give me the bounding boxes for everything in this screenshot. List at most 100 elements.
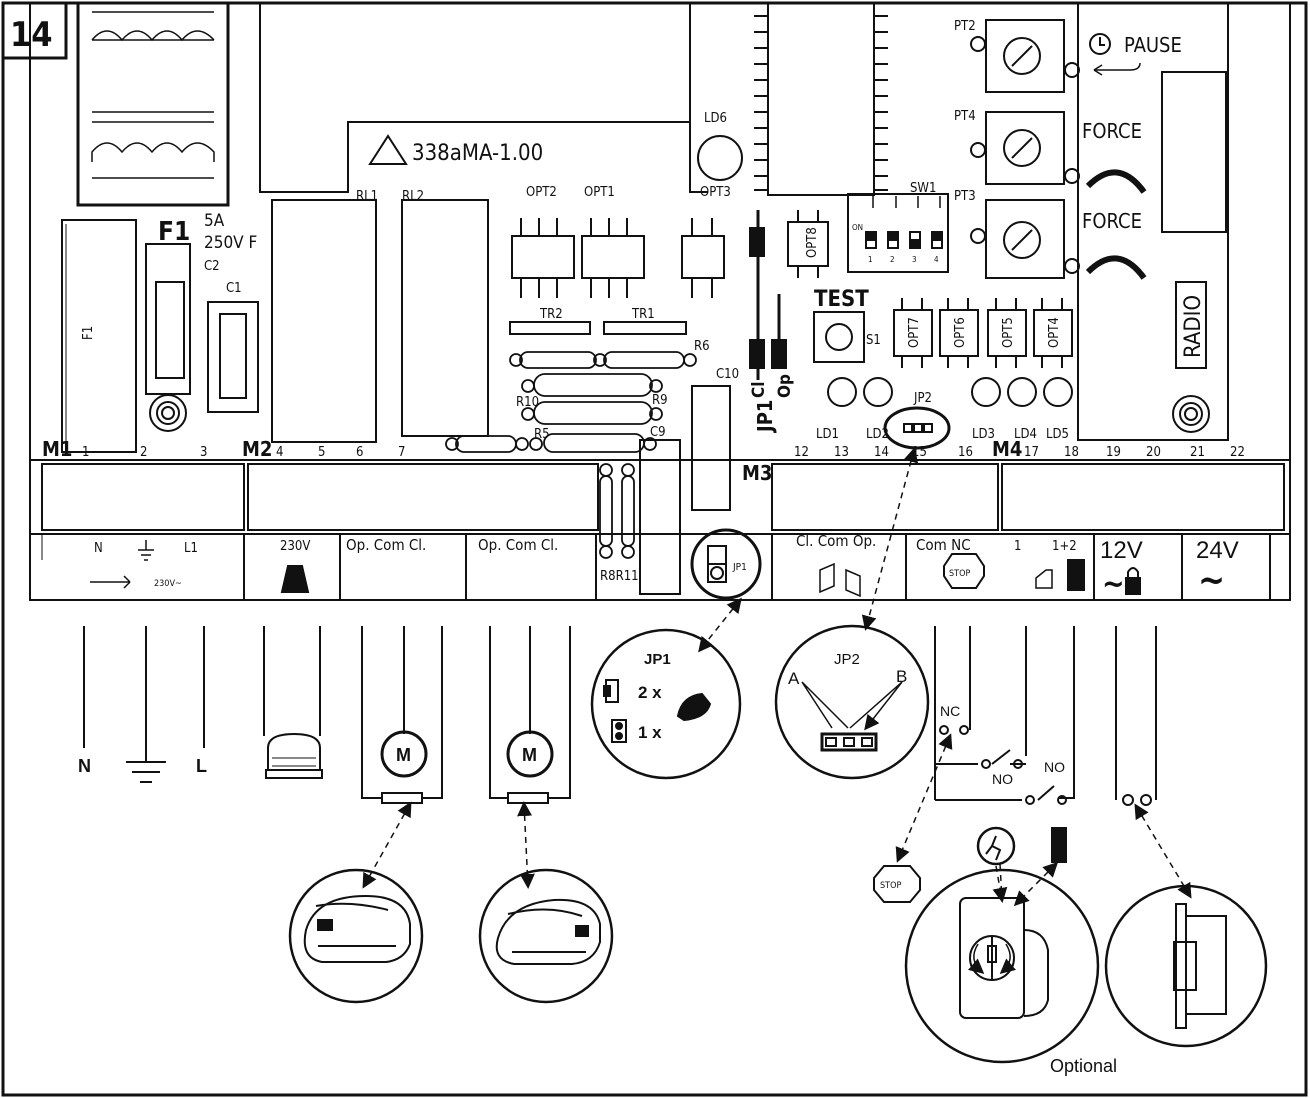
lock-icon <box>1051 827 1067 863</box>
label-test: TEST <box>814 287 869 312</box>
terminal-14: 14 <box>874 445 889 460</box>
terminal-label-motor1: Op. Com Cl. <box>346 536 426 554</box>
label-opt6: OPT6 <box>953 317 968 348</box>
motor-drawing-2 <box>495 898 601 965</box>
electric-lock-icon <box>1173 903 1227 1029</box>
led-ld6 <box>697 135 743 181</box>
label-m1: M1 <box>42 437 72 461</box>
label-jp1-op: Op <box>775 374 795 398</box>
terminal-1: 1 <box>82 445 89 460</box>
label-pause: PAUSE <box>1124 33 1182 57</box>
jp1-detail-2x: 2 x <box>638 683 662 702</box>
relay-rl1 <box>271 199 377 443</box>
microcontroller <box>754 2 888 196</box>
resistors <box>445 351 697 559</box>
force-arrow-2 <box>1085 255 1147 280</box>
terminal-16: 16 <box>958 445 973 460</box>
terminal-17: 17 <box>1024 445 1039 460</box>
label-m4: M4 <box>992 437 1022 461</box>
label-jp1-board: JP1 <box>753 400 777 433</box>
motor-2 <box>506 730 554 778</box>
terminal-19: 19 <box>1106 445 1121 460</box>
opt8-chip <box>787 221 829 267</box>
fuse-name: F1 <box>158 217 190 247</box>
jp2-board <box>883 406 951 450</box>
test-button <box>813 311 865 363</box>
motor-1-label: M <box>396 745 411 765</box>
tilde-12v: ~ <box>1102 567 1125 602</box>
opt1-chip <box>581 218 645 298</box>
label-opt8: OPT8 <box>805 227 820 258</box>
key-switch-detail <box>904 868 1100 1064</box>
capacitor-c10 <box>691 385 731 511</box>
board-outline <box>29 3 1291 460</box>
label-ld5: LD5 <box>1046 427 1069 442</box>
terminal-label-mains: 230V~ <box>154 579 182 589</box>
ground-symbol <box>126 761 166 783</box>
label-c1: C1 <box>226 281 242 296</box>
wire-label-nc: NC <box>940 703 960 719</box>
fuse-f1 <box>61 219 137 453</box>
flashing-lamp-icon <box>265 732 323 779</box>
wire-label-l: L <box>196 756 207 776</box>
label-force-2: FORCE <box>1082 209 1142 233</box>
label-m3: M3 <box>742 461 772 485</box>
padlock-icon <box>1125 577 1141 595</box>
transformer <box>76 1 230 207</box>
terminal-label-limit: Cl. Com Op. <box>796 532 876 550</box>
opt6-chip <box>939 309 979 357</box>
label-ld4: LD4 <box>1014 427 1037 442</box>
clock-icon <box>1089 33 1111 55</box>
relay-rl2 <box>401 199 489 437</box>
label-rl2: RL2 <box>402 189 424 204</box>
jp1-detail-circle <box>590 628 742 780</box>
terminal-20: 20 <box>1146 445 1161 460</box>
tr1 <box>603 321 687 335</box>
label-ld2: LD2 <box>866 427 889 442</box>
terminal-label-24v: 24V <box>1196 537 1239 564</box>
figure-number-box <box>1 1 68 60</box>
label-opt5: OPT5 <box>1001 317 1016 348</box>
label-r5: R5 <box>534 427 550 442</box>
label-opt2: OPT2 <box>526 185 557 200</box>
dip-num-1: 1 <box>868 255 873 264</box>
label-c2: C2 <box>204 259 220 274</box>
opt4-chip <box>1033 309 1073 357</box>
jp2-detail-title: JP2 <box>834 651 860 668</box>
label-opt4: OPT4 <box>1047 317 1062 348</box>
motor-2-label: M <box>522 745 537 765</box>
limit-switch-icons <box>819 562 861 598</box>
jp2-detail-a: A <box>788 669 800 688</box>
motor-small-icon <box>676 692 712 722</box>
label-tr1: TR1 <box>631 307 655 322</box>
label-ld3: LD3 <box>972 427 995 442</box>
jp2-detail-circle <box>774 624 930 780</box>
terminal-label-motor2: Op. Com Cl. <box>478 536 558 554</box>
label-opt3: OPT3 <box>700 185 731 200</box>
terminal-3: 3 <box>200 445 207 460</box>
terminal-label-12v: 12V <box>1100 537 1143 564</box>
tr2 <box>509 321 591 335</box>
capacitor-c1 <box>207 301 259 413</box>
label-jp2-board: JP2 <box>913 391 932 406</box>
terminal-strip <box>29 459 1291 601</box>
fuse-body-label: F1 <box>81 326 96 340</box>
terminal-4: 4 <box>276 445 283 460</box>
terminal-12: 12 <box>794 445 809 460</box>
label-c9: C9 <box>650 425 666 440</box>
wire-label-no-2: NO <box>1044 759 1065 775</box>
label-dip-on: ON <box>852 223 863 232</box>
opt3-chip <box>681 218 725 298</box>
pot-pt3 <box>970 199 1080 279</box>
dip-num-4: 4 <box>934 255 939 264</box>
key-switch-icon <box>959 897 1049 1019</box>
pot-pt2 <box>970 19 1080 93</box>
tilde-24v: ~ <box>1198 560 1225 601</box>
label-radio: RADIO <box>1181 295 1206 358</box>
terminal-label-lamp: 230V <box>280 539 310 554</box>
motor-2-detail <box>478 868 614 1004</box>
label-pt3: PT3 <box>954 189 976 204</box>
